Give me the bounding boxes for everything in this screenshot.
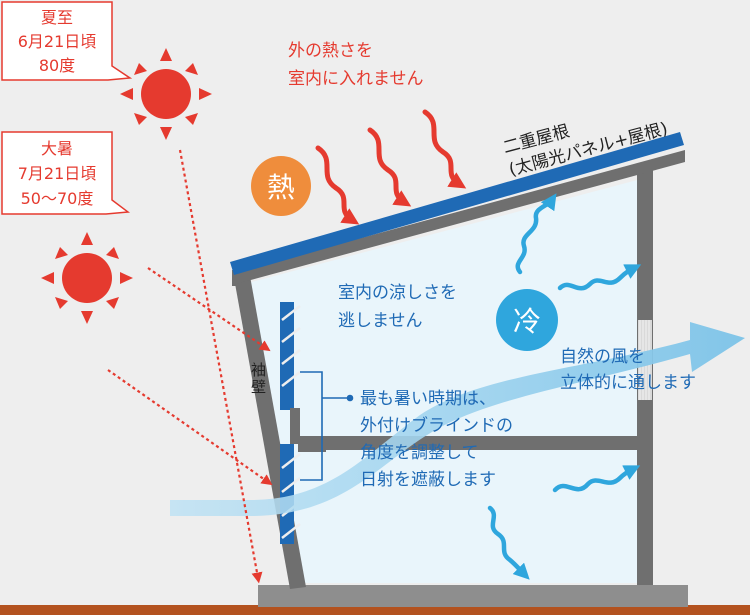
cool-badge: 冷 <box>496 289 558 351</box>
blind-bracket <box>300 371 354 481</box>
summer-solstice-name: 夏至 <box>41 8 73 27</box>
blind-line3: 角度を調整して <box>360 443 479 463</box>
blind-frame-mid <box>290 408 300 444</box>
keep-cool-line2: 逃しません <box>338 311 423 331</box>
external-blinds-upper <box>280 302 301 410</box>
sun-great-heat-icon <box>41 232 133 324</box>
roof-inner-layer <box>236 150 685 284</box>
sun-summer-solstice-icon <box>120 48 212 140</box>
wind-line1: 自然の風を <box>560 347 645 367</box>
heat-arrows <box>315 109 467 225</box>
blind-line1: 最も暑い時期は、 <box>360 389 496 409</box>
callout-great-heat: 大暑 7月21日頃 50〜70度 <box>1 131 131 215</box>
foundation <box>258 585 688 607</box>
cool-arrows <box>487 193 642 580</box>
sun-rays <box>107 149 273 584</box>
great-heat-angle: 50〜70度 <box>21 189 94 208</box>
summer-solstice-angle: 80度 <box>39 56 75 75</box>
heat-badge: 熱 <box>251 156 311 216</box>
solar-panel-roof <box>230 132 684 275</box>
keep-cool-line1: 室内の涼しさを <box>338 283 457 303</box>
wind-line2: 立体的に通します <box>560 373 696 393</box>
heat-badge-label: 熱 <box>267 171 295 204</box>
great-heat-name: 大暑 <box>41 139 73 158</box>
summer-solstice-date: 6月21日頃 <box>18 32 97 51</box>
ground <box>0 605 750 615</box>
window-ledge <box>298 436 326 452</box>
great-heat-date: 7月21日頃 <box>18 164 97 183</box>
callout-summer-solstice: 夏至 6月21日頃 80度 <box>1 1 133 81</box>
heat-message-line1: 外の熱さを <box>288 41 373 61</box>
blind-line4: 日射を遮蔽します <box>360 470 496 490</box>
wind-arrow <box>170 322 745 516</box>
wing-wall-label: 袖壁 <box>249 362 267 396</box>
cool-badge-label: 冷 <box>513 305 541 338</box>
blind-line2: 外付けブラインドの <box>360 415 513 436</box>
heat-message-line2: 室内に入れません <box>288 69 424 89</box>
